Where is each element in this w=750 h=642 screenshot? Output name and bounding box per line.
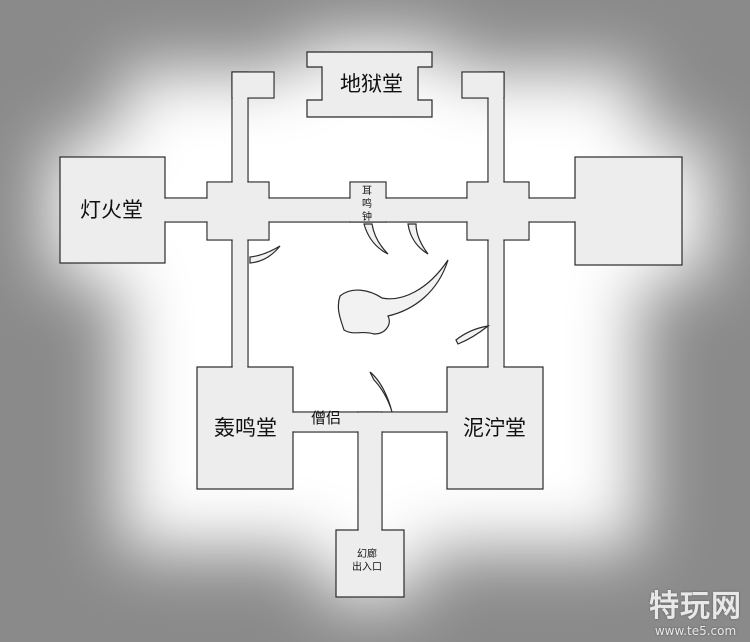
watermark-site: www.te5.com	[654, 624, 737, 638]
watermark: 特玩网 www.te5.com	[649, 589, 742, 639]
watermark-brand: 特玩网	[649, 589, 742, 624]
label-monk: 僧侣	[311, 409, 342, 427]
room-roar-hall	[196, 366, 294, 490]
room-lamp-fire-hall	[59, 156, 166, 264]
arc-decorations	[249, 223, 491, 413]
exit-line-2: 出入口	[352, 562, 382, 573]
label-mud-hall: 泥泞堂	[463, 416, 526, 440]
label-exit: 幻廊 出入口	[352, 548, 382, 574]
bell-char-1: 耳	[362, 186, 372, 197]
bell-char-3: 钟	[362, 212, 372, 223]
label-roar-hall: 轰鸣堂	[214, 416, 277, 440]
room-hell-hall	[306, 51, 433, 118]
floor-fill	[150, 72, 600, 532]
exit-line-1: 幻廊	[357, 549, 377, 560]
room-mud-hall	[446, 366, 544, 490]
bell-char-2: 鸣	[362, 199, 372, 210]
central-creature-shape	[337, 259, 449, 335]
label-ear-ringing-bell: 耳 鸣 钟	[362, 185, 372, 224]
label-hell-hall: 地狱堂	[340, 72, 403, 96]
label-lamp-fire-hall: 灯火堂	[80, 198, 143, 222]
